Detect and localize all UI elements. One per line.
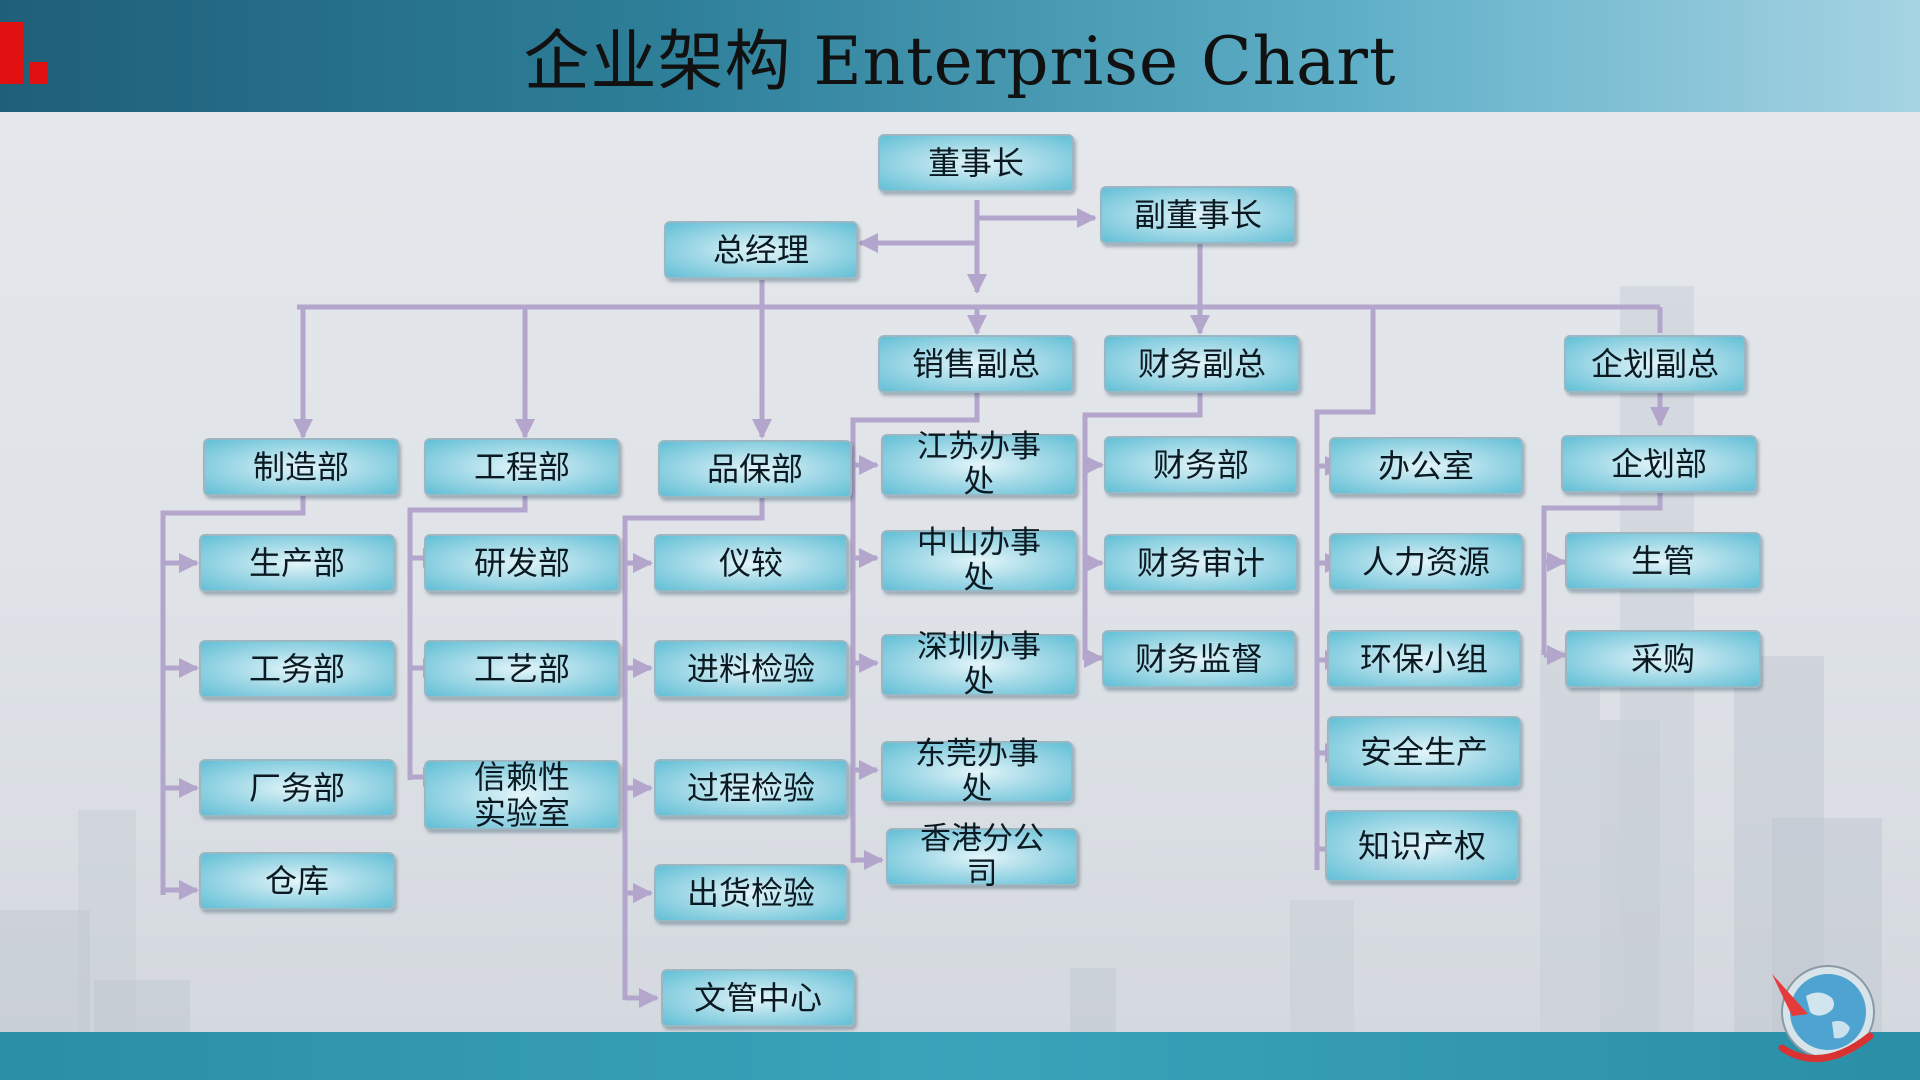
footer-bar [0,1032,1920,1080]
node-purchasing: 采购 [1565,630,1761,688]
node-production-control: 生管 [1565,532,1761,590]
node-jiangsu-office: 江苏办事 处 [881,430,1077,500]
node-dongguan-office: 东莞办事 处 [881,737,1073,807]
node-rnd: 研发部 [424,534,620,592]
node-finance-audit: 财务审计 [1104,534,1298,592]
header-bar: 企业架构 Enterprise Chart [0,0,1920,112]
node-general-manager: 总经理 [664,221,858,279]
node-ip: 知识产权 [1325,810,1519,882]
node-planning-dept: 企划部 [1561,435,1757,493]
node-reliability-lab: 信赖性 实验室 [424,759,620,831]
node-works: 工务部 [199,640,395,698]
node-shenzhen-office: 深圳办事 处 [881,630,1077,700]
red-bars-logo-icon [30,62,48,84]
node-safety: 安全生产 [1327,716,1521,788]
node-doc-center: 文管中心 [661,969,855,1027]
node-warehouse: 仓库 [199,852,395,910]
node-quality: 品保部 [658,440,852,498]
node-production: 生产部 [199,534,395,592]
node-calibration: 仪较 [654,534,848,592]
background-building [1540,650,1600,1032]
globe-arrow-icon [1772,965,1875,1062]
node-engineering: 工程部 [424,438,620,496]
red-bars-logo-icon [0,22,24,84]
node-vice-chairman: 副董事长 [1100,186,1296,244]
node-process-dept: 工艺部 [424,640,620,698]
node-env-group: 环保小组 [1327,630,1521,688]
background-building [0,910,90,1032]
node-office: 办公室 [1329,437,1523,495]
page-title: 企业架构 Enterprise Chart [523,23,1397,100]
node-in-process-inspection: 过程检验 [654,759,848,817]
node-plant-affairs: 厂务部 [199,759,395,817]
node-outgoing-inspection: 出货检验 [654,864,848,922]
node-hr: 人力资源 [1329,533,1523,591]
background-building [94,980,190,1032]
background-building [1290,900,1354,1032]
node-hongkong-branch: 香港分公 司 [886,822,1078,892]
node-finance-supervision: 财务监督 [1102,630,1296,688]
node-zhongshan-office: 中山办事 处 [881,526,1077,596]
node-incoming-inspection: 进料检验 [654,640,848,698]
node-finance-dept: 财务部 [1104,436,1298,494]
node-sales-vp: 销售副总 [878,335,1074,393]
node-manufacturing: 制造部 [203,438,399,496]
node-finance-vp: 财务副总 [1104,335,1300,393]
node-planning-vp: 企划副总 [1564,335,1746,393]
node-chairman: 董事长 [878,134,1074,192]
background-building [1070,968,1116,1032]
background-building [78,810,136,1032]
